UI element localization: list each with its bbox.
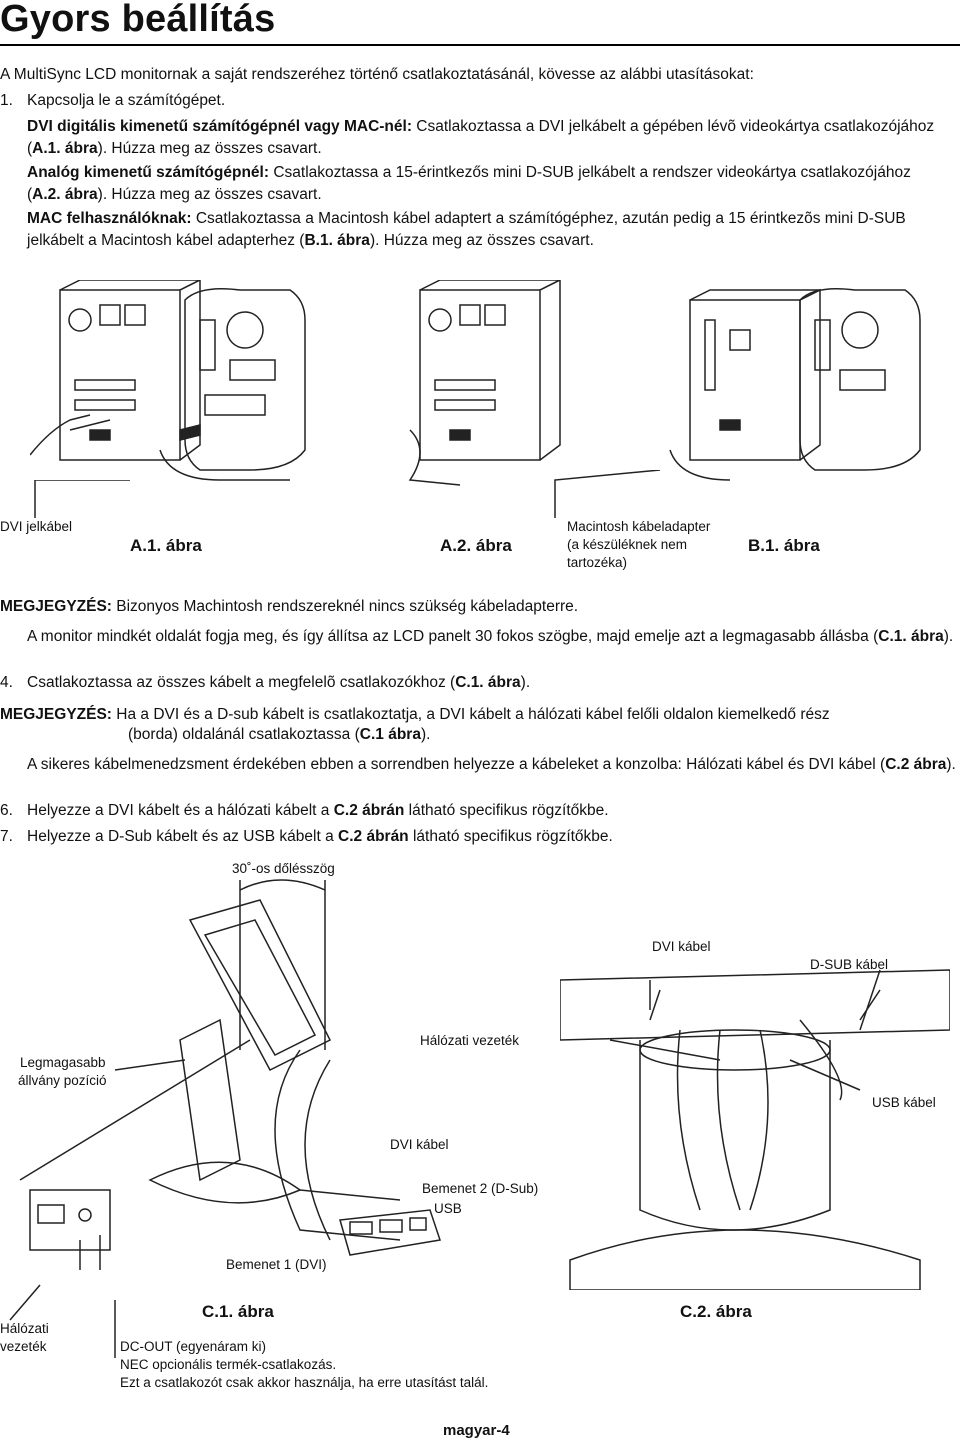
power-cord-label-2: vezeték: [0, 1339, 47, 1354]
step-3: 3.A monitor mindkét oldalát fogja meg, é…: [27, 628, 954, 645]
note-2-cont: (borda) oldalánál csatlakoztassa (C.1 áb…: [128, 726, 431, 743]
step-6: 6.Helyezze a DVI kábelt és a hálózati ká…: [0, 802, 609, 819]
step-7: 7.Helyezze a D-Sub kábelt és az USB kábe…: [0, 828, 613, 845]
figure-c1-title: C.1. ábra: [202, 1302, 274, 1321]
power-cord-label-1: Hálózati: [0, 1321, 49, 1336]
step-5: 5.A sikeres kábelmenedzsment érdekében e…: [27, 756, 956, 773]
dvi-cable-left-label: DVI kábel: [390, 1137, 449, 1152]
monitor-illustration-c1: [19, 879, 441, 1270]
c2-leaders: [609, 969, 881, 1091]
figure-b1-title: B.1. ábra: [748, 536, 820, 555]
step-2-dvi: 2.DVI digitális kimenetű számítógépnél v…: [27, 118, 935, 157]
power-wire-label: Hálózati vezeték: [420, 1033, 520, 1048]
dcout-label-1: DC-OUT (egyenáram ki): [120, 1339, 267, 1354]
usb-label: USB: [434, 1201, 462, 1216]
dvi-label-leader: [34, 480, 130, 518]
step-4: 4.Csatlakoztassa az összes kábelt a megf…: [0, 674, 531, 691]
figure-a2-title: A.2. ábra: [440, 536, 512, 555]
dvi-cable-right-label: DVI kábel: [652, 939, 711, 954]
step-2-analog: Analóg kimenetű számítógépnél: Csatlakoz…: [27, 164, 911, 203]
highest-position-label-1: Legmagasabb: [20, 1055, 106, 1070]
mac-adapter-label-2: (a készüléknek nem: [567, 537, 688, 552]
mac-adapter-label-1: Macintosh kábeladapter: [567, 519, 711, 534]
input2-label: Bemenet 2 (D-Sub): [422, 1181, 539, 1196]
page-footer: magyar-4: [443, 1422, 510, 1439]
intro-text: A MultiSync LCD monitornak a saját rends…: [0, 66, 754, 83]
dvi-jelkabel-label: DVI jelkábel: [0, 519, 73, 534]
figure-a1-title: A.1. ábra: [130, 536, 202, 555]
figure-c2-title: C.2. ábra: [680, 1302, 752, 1321]
c1-bottom-leaders: [9, 1284, 116, 1358]
input1-label: Bemenet 1 (DVI): [226, 1257, 327, 1272]
tilt-label: 30˚-os dőlésszög: [232, 861, 335, 876]
computer-illustrations: [30, 280, 921, 486]
mac-adapter-leader: [554, 470, 661, 518]
page-title: Gyors beállítás: [0, 0, 276, 40]
dsub-cable-label: D-SUB kábel: [810, 957, 889, 972]
mac-adapter-label-3: tartozéka): [567, 555, 628, 570]
note-2: MEGJEGYZÉS: Ha a DVI és a D-sub kábelt i…: [0, 706, 830, 723]
monitor-illustration-c2: [560, 969, 950, 1290]
step-2-mac: MAC felhasználóknak: Csatlakoztassa a Ma…: [27, 210, 906, 249]
highest-position-label-2: állvány pozíció: [18, 1073, 107, 1088]
usb-cable-label: USB kábel: [872, 1095, 936, 1110]
step-1: 1.Kapcsolja le a számítógépet.: [0, 92, 226, 109]
dcout-label-3: Ezt a csatlakozót csak akkor használja, …: [120, 1375, 489, 1390]
note-1: MEGJEGYZÉS: Bizonyos Machintosh rendszer…: [0, 598, 579, 615]
dcout-label-2: NEC opcionális termék-csatlakozás.: [120, 1357, 337, 1372]
title-rule: [0, 44, 960, 46]
